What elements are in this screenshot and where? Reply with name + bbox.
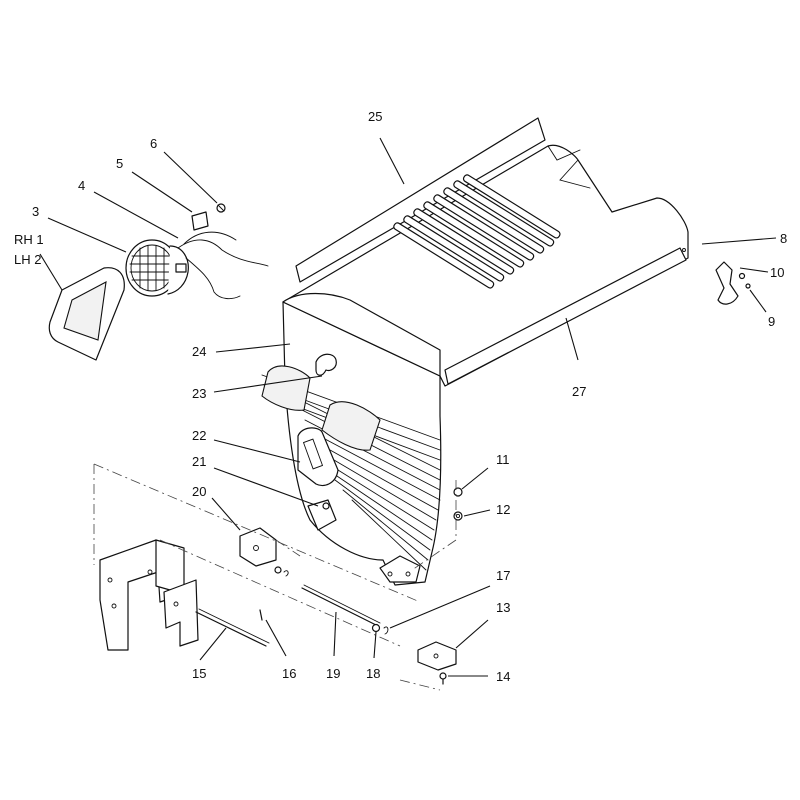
callout-11: 11: [496, 452, 510, 467]
callout-4: 4: [78, 178, 85, 193]
alignment-lines: [93, 463, 457, 691]
grille-housing: [261, 292, 442, 586]
callout-21: 21: [192, 454, 206, 469]
callout-27: 27: [572, 384, 586, 399]
callout-24: 24: [192, 344, 206, 359]
hood-latch-hardware: [682, 248, 751, 305]
hood-body: [282, 144, 689, 387]
callout-23: 23: [192, 386, 206, 401]
callout-5: 5: [116, 156, 123, 171]
label-lh-2: LH 2: [14, 252, 41, 267]
callout-14: 14: [496, 669, 510, 684]
callout-16: 16: [282, 666, 296, 681]
cotter-pin: [259, 609, 263, 621]
callout-12: 12: [496, 502, 510, 517]
callout-3: 3: [32, 204, 39, 219]
washer-stack: [453, 487, 463, 521]
wiring-harness: [175, 231, 269, 300]
hood-top-strip: [295, 117, 546, 283]
callout-20: 20: [192, 484, 206, 499]
pivot-shaft: [274, 566, 381, 627]
callout-13: 13: [496, 600, 510, 615]
callout-15: 15: [192, 666, 206, 681]
callout-10: 10: [770, 265, 784, 280]
frame-bracket: [99, 539, 199, 651]
callout-6: 6: [150, 136, 157, 151]
headlight-bezel: [48, 267, 125, 361]
mounting-clip: [191, 203, 226, 231]
callout-9: 9: [768, 314, 775, 329]
callout-18: 18: [366, 666, 380, 681]
pivot-bracket-upper: [239, 527, 277, 567]
callout-25: 25: [368, 109, 382, 124]
callout-17: 17: [496, 568, 510, 583]
lower-bracket: [417, 641, 457, 685]
leader-lines: [39, 137, 777, 677]
callout-8: 8: [780, 231, 787, 246]
emblem: [315, 353, 337, 376]
rod: [195, 608, 270, 647]
label-rh-1: RH 1: [14, 232, 44, 247]
callout-labels: RH 1 LH 2 3 4 5 6 8 9 10 11 12 13 14 15 …: [14, 109, 787, 684]
spacer-and-clip: [371, 623, 389, 635]
headlight: [125, 239, 189, 297]
latch-bracket: [307, 499, 337, 531]
hood-vents: [393, 174, 561, 289]
callout-22: 22: [192, 428, 206, 443]
callout-19: 19: [326, 666, 340, 681]
latch-plate: [297, 427, 339, 487]
